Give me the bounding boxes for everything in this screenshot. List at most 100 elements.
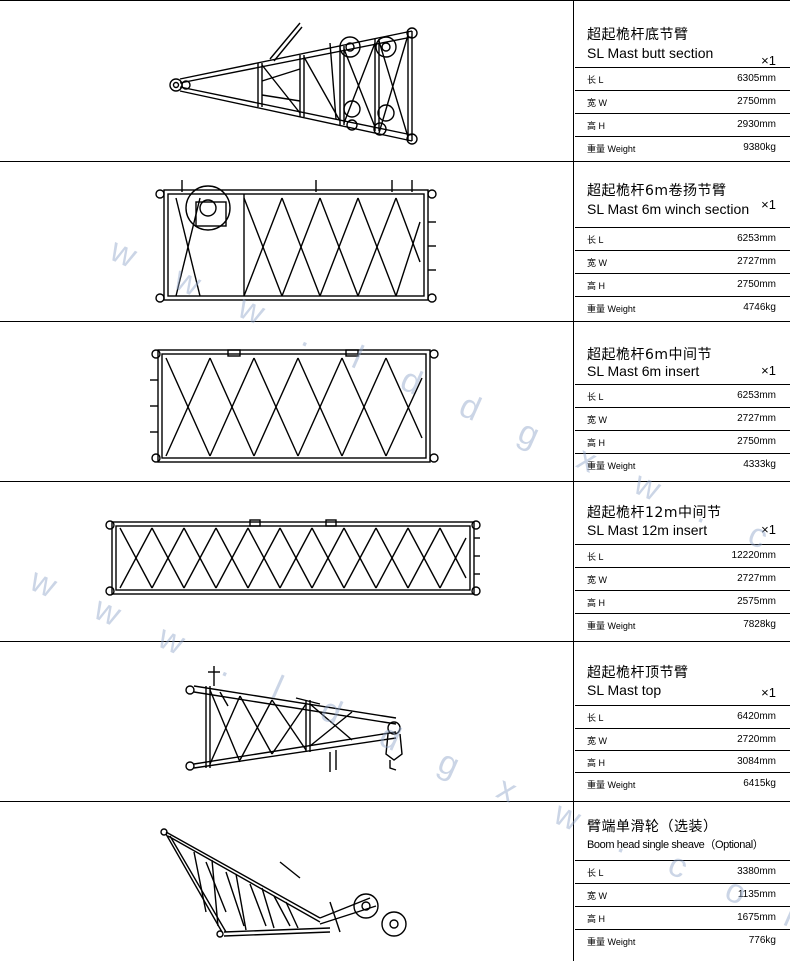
spec-length: 长 L 6253mm [575, 227, 790, 250]
component-quantity: ×1 [761, 197, 776, 212]
butt-section-drawing [169, 22, 418, 145]
component-quantity: ×1 [761, 522, 776, 537]
component-title-zh: 超起桅杆12m中间节 [587, 505, 722, 521]
spec-width: 宽 W 2727mm [575, 407, 790, 430]
spec-label: 高 H [587, 758, 606, 768]
spec-height: 高 H 3084mm [575, 750, 790, 773]
spec-panel: 超起桅杆12m中间节 SL Mast 12m insert ×1 长 L 122… [575, 482, 790, 641]
spec-weight: 重量 Weight 4333kg [575, 453, 790, 476]
spec-label: 重量 Weight [587, 304, 636, 314]
spec-label: 高 H [587, 598, 606, 608]
spec-width: 宽 W 2727mm [575, 567, 790, 590]
spec-value: 4333kg [743, 459, 776, 470]
spec-length: 长 L 6305mm [575, 67, 790, 90]
drawing-6m-insert [0, 322, 574, 481]
component-quantity: ×1 [761, 363, 776, 378]
component-row: 超起桅杆12m中间节 SL Mast 12m insert ×1 长 L 122… [0, 482, 790, 642]
spec-value: 6420mm [737, 711, 776, 722]
spec-value: 6415kg [743, 778, 776, 789]
spec-value: 2727mm [737, 256, 776, 267]
spec-height: 高 H 1675mm [575, 906, 790, 929]
component-title-en: Boom head single sheave（Optional） [587, 839, 764, 851]
spec-label: 宽 W [587, 415, 607, 425]
spec-panel: 臂端单滑轮（选装） Boom head single sheave（Option… [575, 802, 790, 961]
spec-label: 高 H [587, 281, 606, 291]
spec-height: 高 H 2930mm [575, 113, 790, 136]
spec-value: 6253mm [737, 390, 776, 401]
component-row: 超起桅杆顶节臂 SL Mast top ×1 长 L 6420mm 宽 W 27… [0, 642, 790, 802]
spec-label: 重量 Weight [587, 621, 636, 631]
spec-value: 2750mm [737, 96, 776, 107]
spec-label: 高 H [587, 438, 606, 448]
component-title-zh: 超起桅杆底节臂 [587, 27, 689, 43]
mast-top-drawing [185, 666, 403, 772]
spec-weight: 重量 Weight 9380kg [575, 136, 790, 159]
spec-panel: 超起桅杆顶节臂 SL Mast top ×1 长 L 6420mm 宽 W 27… [575, 642, 790, 801]
component-row: 超起桅杆6m卷扬节臂 SL Mast 6m winch section ×1 长… [0, 162, 790, 322]
spec-height: 高 H 2750mm [575, 273, 790, 296]
spec-panel: 超起桅杆6m卷扬节臂 SL Mast 6m winch section ×1 长… [575, 162, 790, 321]
spec-value: 6305mm [737, 73, 776, 84]
drawing-winch-section [0, 162, 574, 321]
spec-value: 2575mm [737, 596, 776, 607]
spec-weight: 重量 Weight 7828kg [575, 613, 790, 636]
component-row: 超起桅杆底节臂 SL Mast butt section ×1 长 L 6305… [0, 1, 790, 162]
single-sheave-drawing [160, 828, 407, 938]
spec-label: 宽 W [587, 736, 607, 746]
component-title-zh: 超起桅杆6m卷扬节臂 [587, 183, 727, 199]
drawing-single-sheave [0, 802, 574, 961]
spec-value: 4746kg [743, 302, 776, 313]
spec-value: 3084mm [737, 756, 776, 767]
spec-value: 9380kg [743, 142, 776, 153]
spec-value: 776kg [748, 935, 776, 946]
spec-value: 1135mm [737, 889, 776, 900]
spec-value: 6253mm [737, 233, 776, 244]
spec-label: 重量 Weight [587, 780, 636, 790]
spec-label: 宽 W [587, 258, 607, 268]
spec-label: 重量 Weight [587, 461, 636, 471]
spec-weight: 重量 Weight 6415kg [575, 772, 790, 795]
spec-height: 高 H 2575mm [575, 590, 790, 613]
spec-value: 7828kg [743, 619, 776, 630]
spec-label: 宽 W [587, 98, 607, 108]
winch-section-drawing [155, 180, 437, 303]
component-title-en: SL Mast 6m winch section [587, 201, 750, 217]
spec-value: 2750mm [737, 436, 776, 447]
spec-label: 长 L [587, 392, 604, 402]
spec-label: 重量 Weight [587, 937, 636, 947]
spec-height: 高 H 2750mm [575, 430, 790, 453]
spec-width: 宽 W 1135mm [575, 883, 790, 906]
spec-label: 长 L [587, 868, 604, 878]
spec-label: 重量 Weight [587, 144, 636, 154]
spec-length: 长 L 3380mm [575, 860, 790, 883]
component-row: 超起桅杆6m中间节 SL Mast 6m insert ×1 长 L 6253m… [0, 322, 790, 482]
12m-insert-drawing [105, 519, 481, 596]
spec-width: 宽 W 2750mm [575, 90, 790, 113]
component-title-en: SL Mast 6m insert [587, 363, 700, 379]
spec-value: 1675mm [737, 912, 776, 923]
spec-label: 长 L [587, 713, 604, 723]
drawing-12m-insert [0, 482, 574, 641]
spec-width: 宽 W 2727mm [575, 250, 790, 273]
component-title-en: SL Mast 12m insert [587, 522, 708, 538]
spec-panel: 超起桅杆6m中间节 SL Mast 6m insert ×1 长 L 6253m… [575, 322, 790, 481]
spec-label: 长 L [587, 75, 604, 85]
spec-value: 2930mm [737, 119, 776, 130]
drawing-butt-section [0, 1, 574, 161]
spec-weight: 重量 Weight 776kg [575, 929, 790, 952]
spec-value: 3380mm [737, 866, 776, 877]
spec-label: 高 H [587, 121, 606, 131]
spec-label: 高 H [587, 914, 606, 924]
spec-panel: 超起桅杆底节臂 SL Mast butt section ×1 长 L 6305… [575, 1, 790, 161]
spec-label: 宽 W [587, 575, 607, 585]
spec-weight: 重量 Weight 4746kg [575, 296, 790, 319]
spec-width: 宽 W 2720mm [575, 728, 790, 751]
component-title-zh: 臂端单滑轮（选装） [587, 819, 718, 835]
component-quantity: ×1 [761, 53, 776, 68]
spec-length: 长 L 6420mm [575, 705, 790, 728]
component-quantity: ×1 [761, 685, 776, 700]
component-title-zh: 超起桅杆6m中间节 [587, 347, 713, 363]
component-row: 臂端单滑轮（选装） Boom head single sheave（Option… [0, 802, 790, 961]
spec-value: 2727mm [737, 413, 776, 424]
spec-label: 长 L [587, 235, 604, 245]
